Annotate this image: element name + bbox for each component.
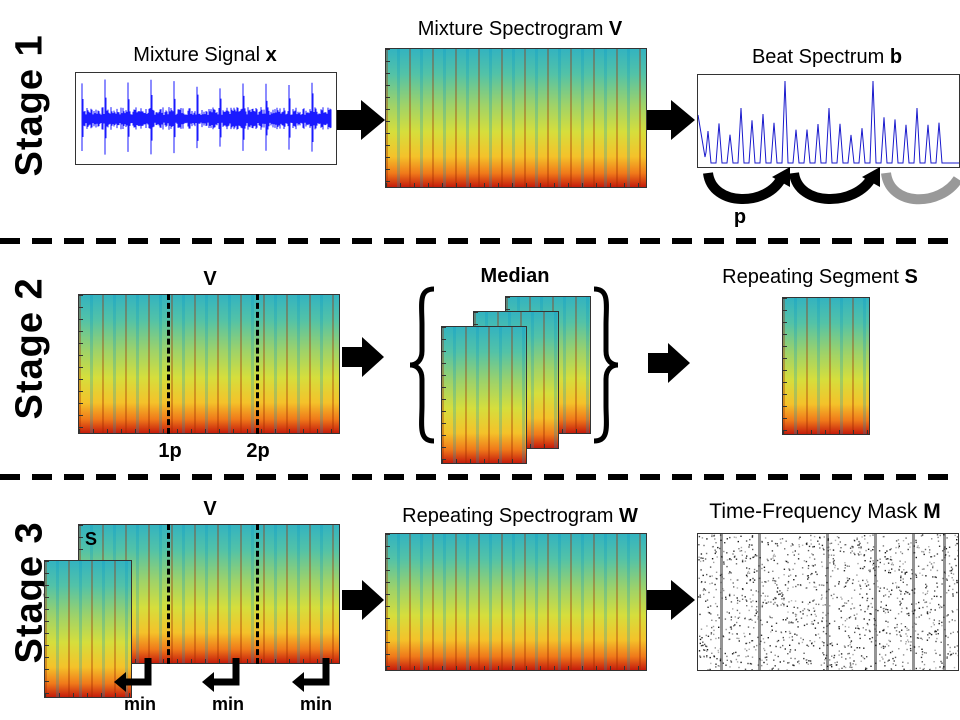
arrow-median-to-segment (648, 343, 690, 383)
stage2-v-label: V (203, 268, 217, 290)
min-arrow-3 (292, 658, 330, 692)
mask-title: Time-Frequency Mask M (709, 500, 941, 523)
left-brace (409, 286, 435, 444)
mixture-spectrogram (385, 48, 647, 188)
stage3-segment-overlay (44, 560, 132, 698)
period-arrows (703, 167, 960, 205)
min-arrow-2 (202, 658, 240, 692)
min-label-2: min (211, 694, 244, 714)
arrow-v-to-median (342, 337, 384, 377)
waveform (81, 79, 332, 155)
arrow-spectrogram-to-beat (647, 100, 695, 140)
stage3-v-label: V (203, 498, 217, 520)
period-line-2p (256, 294, 259, 434)
arrow-v-to-w (342, 580, 384, 620)
beat-spectrum-line (698, 80, 959, 164)
stage2-spectrogram (78, 294, 340, 434)
stacked-segment-1 (441, 326, 527, 464)
stage-2-label: Stage 2 (8, 277, 51, 420)
median-label: Median (480, 265, 550, 287)
mask-pattern (698, 534, 958, 670)
stage3-period-line-1 (167, 524, 170, 664)
repeating-segment (782, 297, 870, 435)
period-label: p (733, 206, 747, 228)
right-brace (593, 286, 619, 444)
mixture-spectrogram-title: Mixture Spectrogram V (417, 18, 623, 40)
min-label-3: min (299, 694, 332, 714)
repeating-spectrogram-title: Repeating Spectrogram W (402, 505, 638, 527)
mixture-signal-plot (75, 72, 337, 165)
beat-spectrum-title: Beat Spectrum b (751, 46, 903, 68)
period-line-1p (167, 294, 170, 434)
stage3-period-line-2 (256, 524, 259, 664)
period-mark-2p: 2p (246, 440, 270, 462)
arrow-signal-to-spectrogram (337, 100, 385, 140)
time-frequency-mask (697, 533, 959, 671)
mixture-signal-title: Mixture Signal x (133, 44, 277, 66)
arrow-w-to-mask (647, 580, 695, 620)
separator-1 (0, 238, 960, 244)
stage-1-label: Stage 1 (8, 34, 51, 177)
repeating-spectrogram (385, 533, 647, 671)
separator-2 (0, 474, 960, 480)
min-arrow-1 (114, 658, 152, 692)
beat-spectrum-plot (697, 74, 960, 168)
stage3-s-label: S (84, 529, 97, 549)
period-mark-1p: 1p (158, 440, 182, 462)
repeating-segment-title: Repeating Segment S (722, 266, 918, 288)
min-label-1: min (123, 694, 156, 714)
